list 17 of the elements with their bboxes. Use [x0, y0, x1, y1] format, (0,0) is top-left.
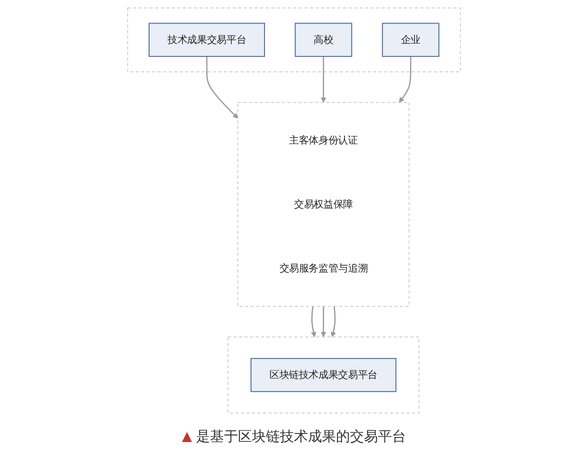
- arrow: [320, 56, 326, 102]
- arrow: [398, 56, 412, 102]
- node-text: 主客体身份认证: [289, 134, 358, 146]
- cluster: [228, 336, 420, 413]
- node-box: 高校: [294, 22, 352, 56]
- cluster: [127, 7, 461, 72]
- node-box: 技术成果交易平台: [148, 22, 265, 56]
- node-text: 交易权益保障: [294, 198, 353, 210]
- caption: 是基于区块链技术成果的交易平台: [196, 429, 406, 445]
- cluster: [238, 102, 410, 306]
- node-box: 企业: [382, 22, 440, 56]
- arrow: [330, 306, 336, 337]
- node-box: 区块链技术成果交易平台: [250, 358, 396, 392]
- arrow: [310, 306, 316, 337]
- arrow: [206, 56, 238, 118]
- node-text: 交易服务监管与追溯: [279, 262, 368, 274]
- arrow: [320, 306, 326, 337]
